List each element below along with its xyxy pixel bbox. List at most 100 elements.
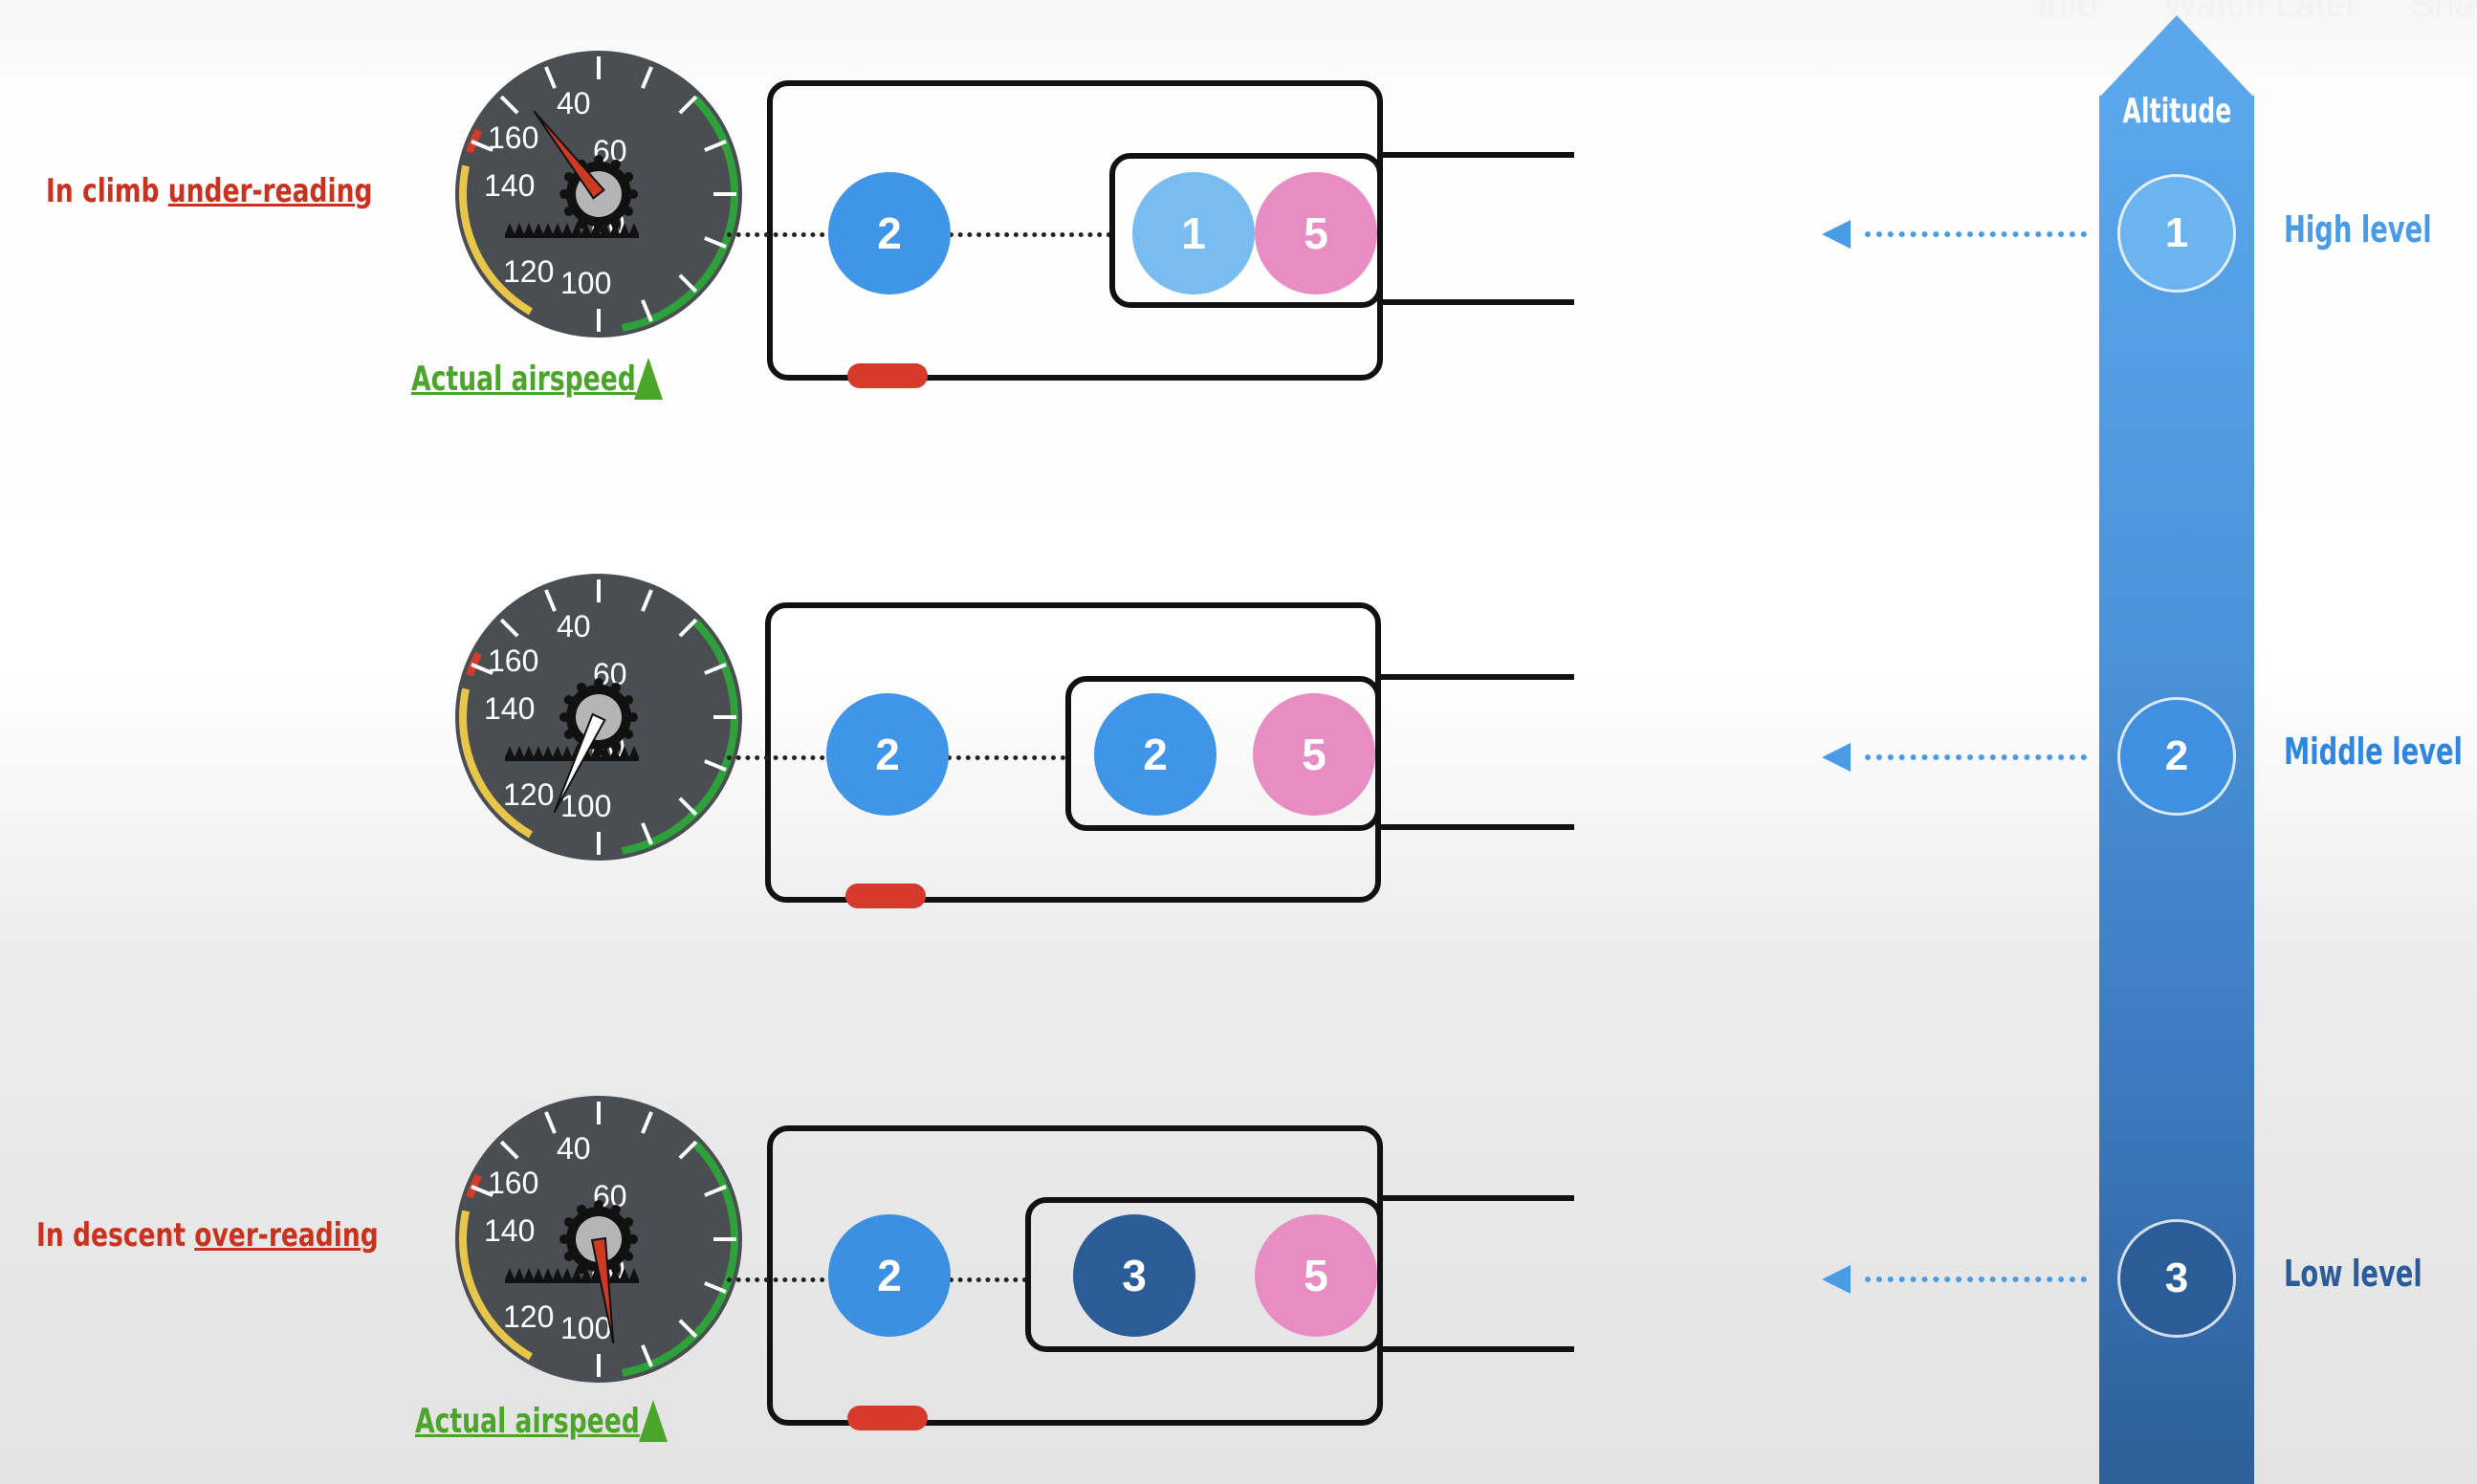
gauge-rack-tooth — [562, 1268, 572, 1279]
descent-title-prefix: In descent — [36, 1216, 195, 1255]
gauge-tick — [678, 273, 698, 294]
altitude-title-text: Altitude — [2122, 92, 2232, 131]
gauge-rack-tooth — [543, 223, 553, 234]
airspeed-gauge: 406080100120140160 — [455, 51, 742, 338]
gauge-tick-label: 100 — [560, 266, 611, 300]
pitot-line-inner — [949, 1277, 1027, 1282]
static-line-bottom — [1377, 299, 1574, 305]
gauge-tick — [499, 95, 519, 115]
gauge-yellow-arc — [459, 164, 534, 316]
gauge-tick — [544, 589, 557, 612]
gauge-gear-tooth — [559, 1234, 569, 1244]
static-chamber-box — [1025, 1197, 1383, 1352]
gauge-gear-tooth — [624, 695, 634, 705]
level-arrow-line-low — [1865, 1277, 2087, 1282]
gauge-gear-tooth — [594, 678, 603, 687]
level-arrow-middle — [1822, 743, 1851, 772]
share-overlay[interactable]: Sha — [2410, 0, 2475, 25]
gauge-tick-label: 40 — [557, 86, 591, 120]
gauge-gear-tooth — [611, 682, 621, 692]
gauge-tick-label: 160 — [488, 120, 538, 155]
actual-airspeed-marker-top — [634, 358, 663, 400]
level-arrow-line-middle — [1865, 754, 2087, 760]
drain-plug — [845, 884, 926, 908]
gauge-tick — [471, 140, 493, 152]
gauge-rack-tooth — [562, 746, 572, 757]
gauge-gear-tooth — [624, 1217, 634, 1227]
descent-title-underlined: over-reading — [194, 1216, 379, 1255]
gauge-tick — [544, 1111, 557, 1134]
inner-level-node: 1 — [1132, 172, 1255, 295]
gauge-rack-tooth — [515, 746, 524, 757]
gauge-tick — [678, 1140, 698, 1160]
gauge-gear-tooth — [611, 1204, 621, 1214]
altitude-level-1: 1 — [2117, 174, 2236, 293]
pitot-line — [727, 755, 834, 760]
gauge-tick — [704, 759, 727, 772]
gauge-rack-tooth — [515, 223, 524, 234]
gauge-rack-tooth — [629, 746, 639, 757]
gauge-gear-tooth — [624, 730, 634, 739]
gauge-tick — [678, 1319, 698, 1339]
info-overlay[interactable]: Info — [2037, 0, 2098, 25]
gauge-gear-tooth — [563, 207, 574, 216]
gauge-gear-tooth — [624, 172, 634, 182]
gauge-rack-tooth — [601, 746, 610, 757]
gauge-rack — [505, 756, 639, 761]
gauge-rack-tooth — [629, 223, 639, 234]
static-node: 5 — [1253, 693, 1375, 816]
pitot-node: 2 — [828, 172, 951, 295]
gauge-gear-tooth — [577, 682, 586, 692]
gauge-gear-tooth — [577, 1264, 586, 1275]
gauge-rack-tooth — [572, 223, 581, 234]
gauge-rack-tooth — [524, 223, 534, 234]
gauge-gear-tooth — [563, 172, 574, 182]
pitot-node: 2 — [828, 1214, 951, 1337]
inner-level-node: 2 — [1094, 693, 1217, 816]
static-line-top — [1377, 152, 1574, 158]
gauge-rack-tooth — [572, 1268, 581, 1279]
climb-title-prefix: In climb — [46, 172, 168, 210]
gauge-gear-tooth — [611, 219, 621, 229]
level-label-low: Low level — [2284, 1253, 2422, 1295]
static-node: 5 — [1255, 172, 1377, 295]
level-label-high: High level — [2284, 208, 2432, 251]
gauge-yellow-arc — [459, 687, 534, 839]
static-line-top — [1375, 674, 1574, 680]
gauge-rack-tooth — [581, 1268, 591, 1279]
gauge-tick-label: 160 — [488, 1166, 538, 1200]
climb-title-underlined: under-reading — [167, 172, 373, 210]
gauge-gear-tooth — [559, 189, 569, 199]
gauge-tick-label: 120 — [503, 777, 554, 812]
gauge-gear-tooth — [628, 189, 638, 199]
gauge-tick-label: 140 — [484, 1213, 535, 1248]
gauge-gear-tooth — [611, 1264, 621, 1275]
gauge-rack-tooth — [534, 223, 543, 234]
airspeed-gauge: 406080100120140160 — [455, 1096, 742, 1383]
gauge-gear-tooth — [563, 1217, 574, 1227]
static-node: 5 — [1255, 1214, 1377, 1337]
gauge-gear-tooth — [563, 695, 574, 705]
static-chamber-box — [1109, 153, 1383, 308]
gauge-gear-tooth — [559, 712, 569, 722]
altitude-level-2: 2 — [2117, 697, 2236, 816]
gauge-gear-tooth — [563, 1252, 574, 1261]
level-arrow-low — [1822, 1265, 1851, 1294]
actual-airspeed-label-top: Actual airspeed — [411, 360, 636, 399]
drain-plug — [847, 363, 928, 388]
gauge-tick-label: 160 — [488, 644, 538, 678]
gauge-rack-tooth — [543, 746, 553, 757]
gauge-gear-tooth — [594, 747, 603, 756]
actual-airspeed-marker-bottom — [639, 1400, 668, 1442]
gauge-tick — [641, 299, 653, 322]
pitot-line — [727, 1277, 834, 1282]
gauge-tick — [678, 618, 698, 638]
gauge-rack-tooth — [620, 746, 629, 757]
gauge-gear-tooth — [628, 1234, 638, 1244]
gauge-tick — [471, 663, 493, 675]
static-line-bottom — [1377, 1346, 1574, 1352]
gauge-tick — [678, 95, 698, 115]
gauge-tick — [641, 66, 653, 89]
gauge-tick-label: 100 — [560, 789, 611, 823]
gauge-rack-tooth — [601, 223, 610, 234]
